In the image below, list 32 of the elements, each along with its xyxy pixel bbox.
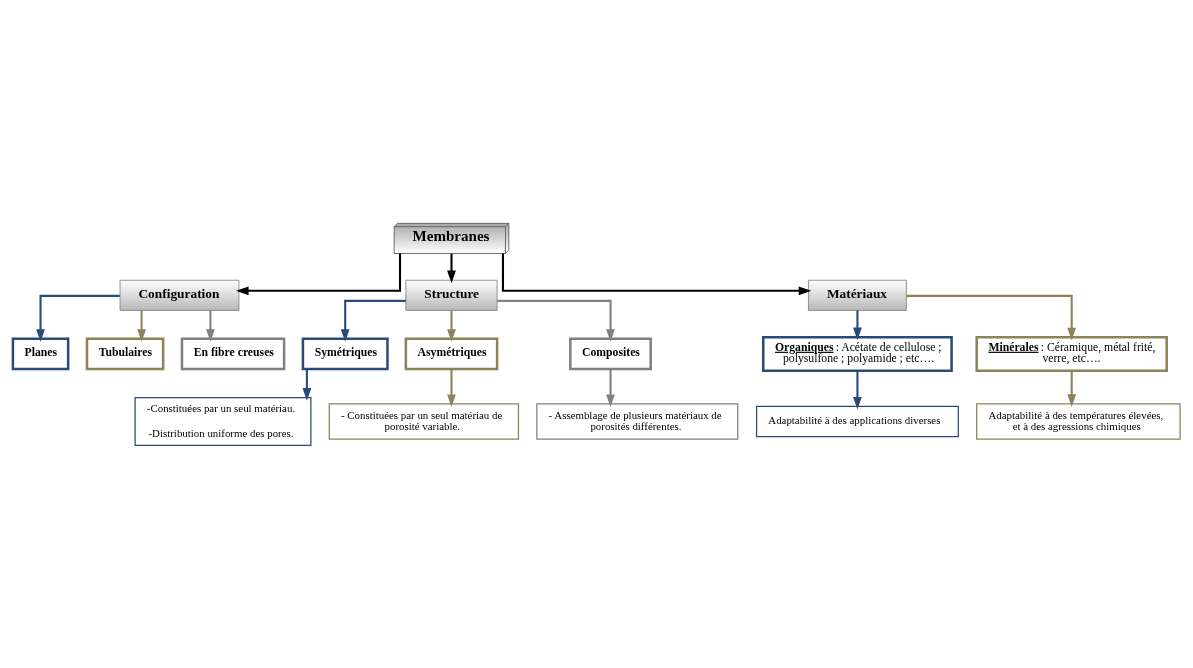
arrow [236,253,402,295]
arrow [340,299,406,342]
arrow [501,253,812,295]
node-box: Asymétriques [404,337,499,370]
arrow [137,309,146,342]
arrow [1067,370,1077,407]
node-box: Adaptabilité à des températures élevées, et à des agressions chimiques [976,402,1181,440]
arrow [302,368,312,401]
node-box: En fibre creuses [180,337,286,370]
arrow [447,368,456,407]
arrow [853,370,862,409]
node-box: Structure [405,279,498,311]
node-box: Composites [569,337,652,370]
node-box: Symétriques [301,337,389,370]
node-box: Matériaux [808,279,907,311]
arrow [206,309,215,342]
node-box: - Constituées par un seul matériau de porosité variable. [328,402,520,440]
arrow [497,299,615,342]
node-box: Adaptabilité à des applications diverses [755,405,959,437]
node-box: Organiques : Acétate de cellulose ; polysulfone ; polyamide ; etc…. [762,335,953,372]
node-box: Planes [11,337,70,370]
node-box: - Assemblage de plusieurs matériaux de porosités différentes. [536,402,739,440]
node-box: -Constituées par un seul matériau. -Distribution uniforme des pores. [134,396,312,446]
node-box: Tubulaires [85,337,165,370]
node-box: Configuration [119,279,240,311]
node-box: Minérales : Céramique, métal frité, verre, etc…. [975,335,1168,372]
arrow [906,294,1077,340]
arrow [606,368,615,407]
arrow [447,253,456,283]
arrow [853,309,862,340]
arrow [447,309,456,342]
arrow [36,294,120,342]
